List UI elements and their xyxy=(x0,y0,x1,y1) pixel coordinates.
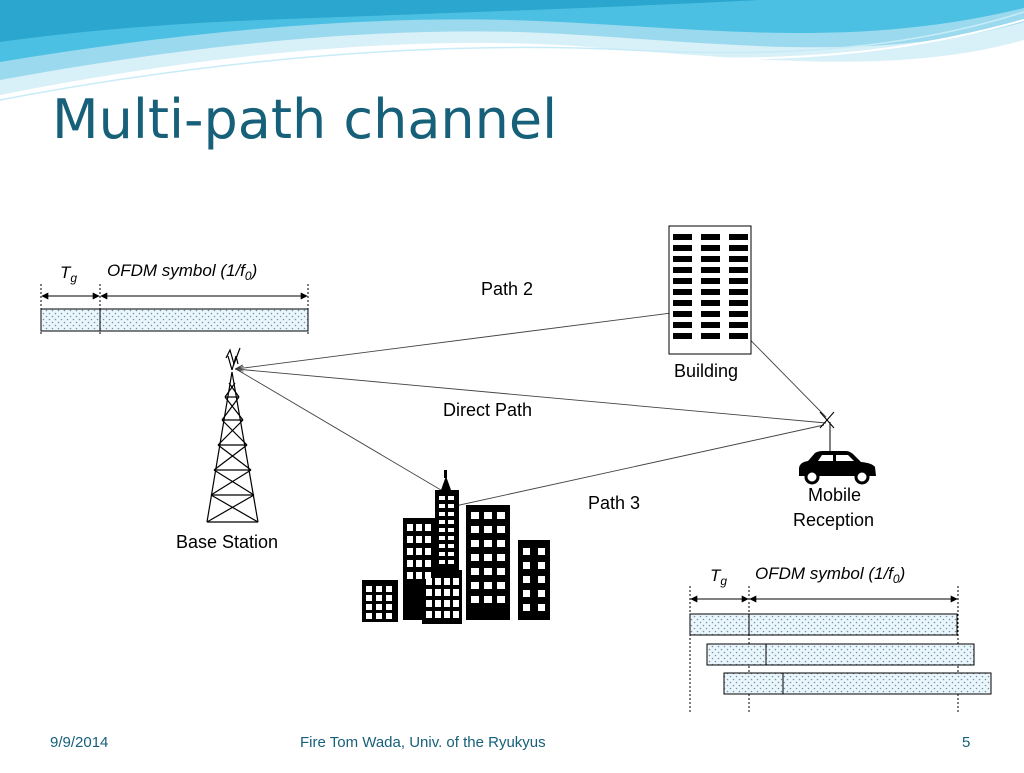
footer-author: Fire Tom Wada, Univ. of the Ryukyus xyxy=(300,734,546,751)
footer-date: 9/9/2014 xyxy=(50,734,109,751)
city-icon xyxy=(362,470,550,624)
path-3-label: Path 3 xyxy=(588,493,640,513)
reception-label: Reception xyxy=(793,510,874,530)
slide-title: Multi-path channel xyxy=(52,88,558,151)
ofdm-symbol-top: Tg OFDM symbol (1/f0) xyxy=(40,261,309,334)
footer-page-number: 5 xyxy=(962,734,971,751)
building-label: Building xyxy=(674,361,738,381)
path-2-label: Path 2 xyxy=(481,279,533,299)
header-wave xyxy=(0,0,1024,109)
building-icon xyxy=(668,225,752,355)
mobile-label: Mobile xyxy=(808,485,861,505)
mobile-car-icon xyxy=(799,411,876,485)
base-station-label: Base Station xyxy=(176,532,278,552)
tg-label-top: Tg xyxy=(60,263,77,285)
ofdm-symbol-bottom: Tg OFDM symbol (1/f0) xyxy=(689,564,992,714)
signal-paths xyxy=(236,306,827,509)
ofdm-symbol-label-top: OFDM symbol (1/f0) xyxy=(107,261,257,283)
tg-label-bottom: Tg xyxy=(710,566,727,588)
ofdm-symbol-label-bottom: OFDM symbol (1/f0) xyxy=(755,564,905,586)
base-station-tower-icon xyxy=(206,347,259,523)
direct-path-label: Direct Path xyxy=(443,400,532,420)
